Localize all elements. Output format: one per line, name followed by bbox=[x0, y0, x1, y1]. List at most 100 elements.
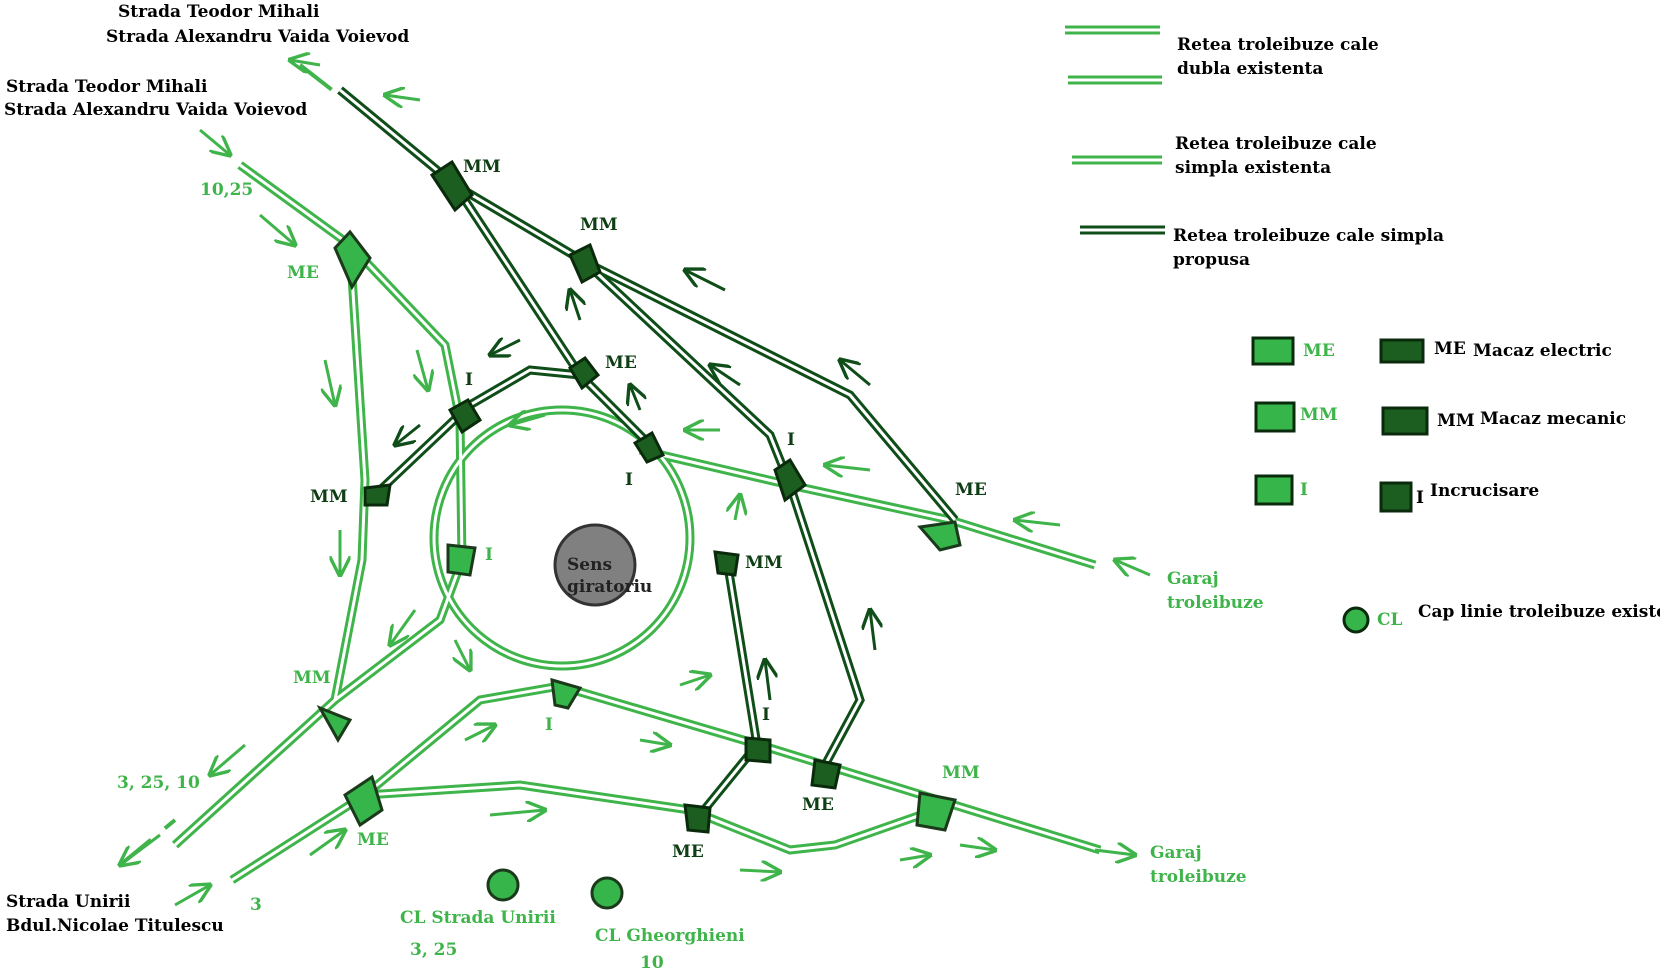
legend-me-green bbox=[1251, 336, 1295, 366]
label-mm-dark-right: MM bbox=[745, 553, 783, 573]
node-mm-dark-right bbox=[713, 550, 740, 577]
label-mm-green-left: MM bbox=[293, 668, 331, 688]
arrow-icon bbox=[825, 465, 871, 470]
arrow-icon bbox=[390, 609, 417, 645]
terminal-2-name: CL Gheorghieni bbox=[595, 926, 745, 946]
legend-cl-desc: Cap linie troleibuze existent bbox=[1418, 602, 1660, 622]
line-top-left-inner bbox=[237, 161, 467, 561]
label-mm-mid: MM bbox=[580, 215, 618, 235]
node-i-dark-right bbox=[773, 457, 807, 503]
garaj-2-2: troleibuze bbox=[1150, 867, 1247, 887]
arrow-icon bbox=[959, 845, 995, 850]
node-mm-green-right bbox=[915, 791, 957, 832]
node-i-green-left bbox=[446, 543, 477, 577]
legend-i-green-label: I bbox=[1300, 480, 1308, 500]
line-bottom-left bbox=[171, 558, 467, 849]
legend-i-green bbox=[1254, 474, 1294, 506]
legend-line-3-b: propusa bbox=[1173, 250, 1250, 270]
label-mm-top: MM bbox=[463, 157, 501, 177]
line-proposed-left bbox=[371, 365, 581, 499]
roundabout-island bbox=[553, 523, 637, 607]
arrow-icon bbox=[210, 743, 246, 775]
line-top-left-outer bbox=[330, 244, 370, 701]
node-me-dark-bottom2 bbox=[683, 803, 712, 834]
node-mm-dark-left bbox=[363, 483, 392, 507]
node-i-dark-bottom bbox=[744, 736, 772, 764]
node-mm-green-left bbox=[316, 705, 353, 743]
arrow-icon bbox=[710, 365, 741, 387]
arrow-icon bbox=[840, 360, 871, 387]
arrow-icon bbox=[1015, 520, 1061, 525]
node-me-dark-bottom bbox=[810, 758, 842, 790]
label-i-green-left: I bbox=[485, 545, 493, 565]
road-end-top bbox=[298, 63, 347, 102]
arrow-icon bbox=[309, 830, 345, 857]
street-top-b-1: Strada Teodor Mihali bbox=[6, 77, 208, 97]
label-me-dark-bottom: ME bbox=[802, 795, 834, 815]
label-i-dark-right: I bbox=[787, 430, 795, 450]
arrow-icon bbox=[899, 855, 930, 860]
legend-i-desc: Incrucisare bbox=[1430, 481, 1539, 501]
proposed-nodes bbox=[363, 159, 842, 834]
terminal-strada-unirii bbox=[486, 868, 520, 902]
legend-mm-green-label: MM bbox=[1300, 405, 1338, 425]
arrow-icon bbox=[1094, 850, 1135, 855]
legend-me-dark-label: ME bbox=[1434, 339, 1466, 359]
legend-me-dark bbox=[1379, 338, 1425, 364]
street-top-b-2: Strada Alexandru Vaida Voievod bbox=[4, 100, 307, 120]
terminal-gheorghieni bbox=[590, 876, 624, 910]
arrow-icon bbox=[679, 675, 710, 685]
legend-line-2-b: simpla existenta bbox=[1175, 158, 1331, 178]
arrow-icon bbox=[489, 810, 545, 815]
label-me-dark-top: ME bbox=[605, 353, 637, 373]
label-i-green-bottom: I bbox=[545, 715, 553, 735]
node-me-green-bottom bbox=[343, 774, 384, 828]
arrow-icon bbox=[259, 213, 295, 245]
dark-direction-arrows bbox=[395, 270, 875, 701]
arrow-icon bbox=[199, 128, 230, 155]
legend-i-dark-label: I bbox=[1416, 488, 1424, 508]
arrow-icon bbox=[417, 349, 428, 390]
arrow-icon bbox=[455, 639, 470, 670]
label-me-green-top: ME bbox=[287, 263, 319, 283]
center-label-2: giratoriu bbox=[567, 577, 652, 597]
street-top-a-1: Strada Teodor Mihali bbox=[118, 2, 320, 22]
street-bottom-1: Strada Unirii bbox=[6, 892, 131, 912]
node-i-dark-ring bbox=[632, 430, 666, 464]
node-i-dark-left bbox=[447, 397, 483, 435]
arrow-icon bbox=[490, 340, 521, 355]
label-i-dark-bottom: I bbox=[762, 705, 770, 725]
legend-line-2-a: Retea troleibuze cale bbox=[1175, 134, 1377, 154]
node-mm-dark-mid bbox=[568, 242, 602, 285]
legend-me-green-label: ME bbox=[1303, 341, 1335, 361]
legend-mm-dark-label: MM bbox=[1437, 411, 1475, 431]
route-3: 3 bbox=[250, 895, 262, 915]
label-me-dark-right: ME bbox=[955, 480, 987, 500]
legend-i-dark bbox=[1379, 481, 1413, 513]
arrow-icon bbox=[464, 725, 495, 740]
route-10-25: 10,25 bbox=[200, 180, 253, 200]
legend-mm-green bbox=[1254, 401, 1296, 433]
arrow-icon bbox=[395, 423, 421, 445]
street-top-a-2: Strada Alexandru Vaida Voievod bbox=[106, 27, 409, 47]
legend-me-desc: Macaz electric bbox=[1473, 341, 1612, 361]
arrow-icon bbox=[639, 740, 670, 745]
arrow-icon bbox=[870, 610, 875, 651]
arrow-icon bbox=[510, 415, 546, 425]
garaj-1-1: Garaj bbox=[1167, 569, 1219, 589]
arrow-icon bbox=[120, 833, 161, 865]
line-proposed-right bbox=[581, 258, 865, 768]
legend-mm-desc: Macaz mecanic bbox=[1480, 409, 1626, 429]
route-3-25-10: 3, 25, 10 bbox=[117, 773, 200, 793]
arrow-icon bbox=[1115, 560, 1151, 575]
street-bottom-2: Bdul.Nicolae Titulescu bbox=[6, 916, 224, 936]
legend-line-1-a: Retea troleibuze cale bbox=[1177, 35, 1379, 55]
label-me-dark-bottom2: ME bbox=[672, 842, 704, 862]
label-mm-dark-left: MM bbox=[310, 487, 348, 507]
arrow-icon bbox=[765, 660, 770, 701]
legend-line-3-a: Retea troleibuze cale simpla bbox=[1173, 226, 1444, 246]
terminal-1-routes: 3, 25 bbox=[410, 940, 457, 960]
garaj-1-2: troleibuze bbox=[1167, 593, 1264, 613]
garaj-2-1: Garaj bbox=[1150, 843, 1202, 863]
